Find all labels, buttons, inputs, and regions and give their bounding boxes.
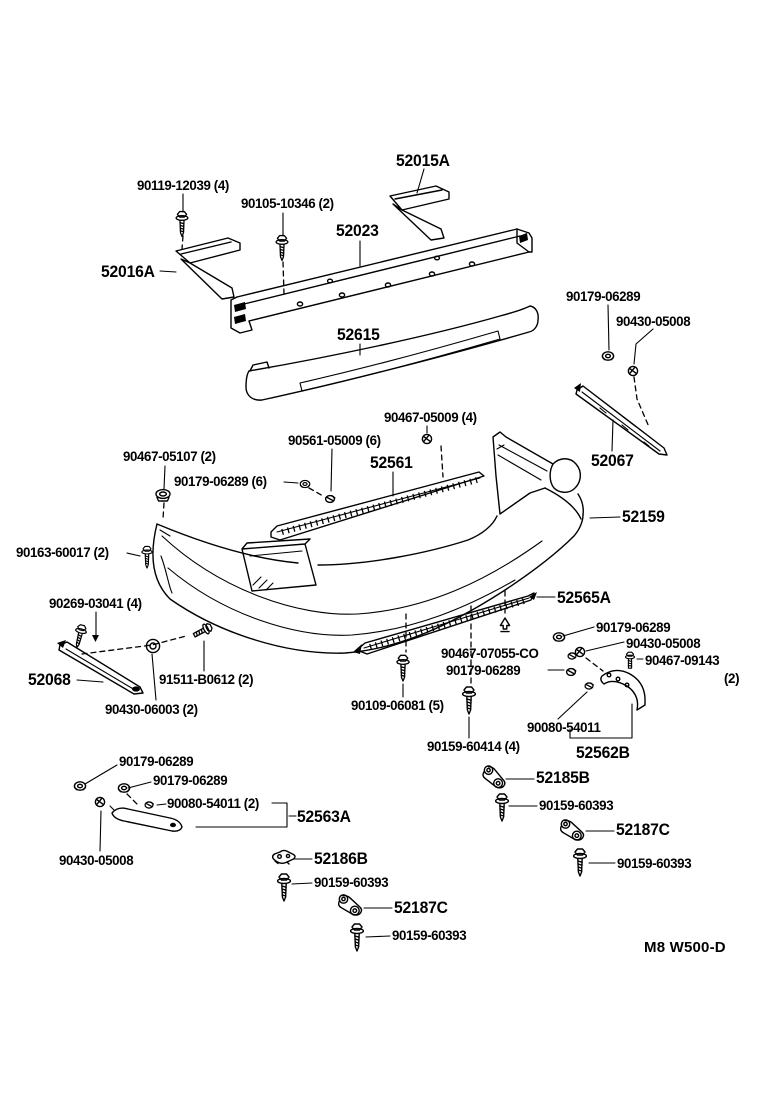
callout-90179-d: 90179-06289 (119, 753, 194, 769)
leader-lines (76, 168, 654, 938)
callout-90105-10346: 90105-10346 (2) (241, 195, 334, 211)
callout-90430-b: 90430-05008 (626, 635, 701, 651)
clip-90467-07055-icon (499, 617, 511, 633)
part-52023-reinforcement (230, 228, 533, 334)
screw-90159-60393-a-icon (276, 873, 292, 902)
part-52015a-bracket (389, 185, 450, 241)
bracket-52187c-a-icon (337, 894, 363, 916)
bolt-91511-icon (191, 620, 215, 641)
callout-90430-c: 90430-05008 (59, 852, 134, 868)
callout-90080-a: 90080-54011 (527, 719, 601, 735)
callout-52186b: 52186B (314, 850, 368, 868)
screw-90159-60393-d-icon (572, 848, 588, 877)
callout-90430-a: 90430-05008 (616, 313, 691, 329)
clip-90080-icon (584, 682, 594, 690)
callout-52159: 52159 (622, 508, 665, 526)
bracket-52186b-icon (271, 849, 296, 865)
callout-90467-09143: 90467-09143 (645, 652, 720, 668)
callout-52615: 52615 (337, 326, 380, 344)
callout-90163-60017: 90163-60017 (2) (16, 544, 109, 560)
callout-52563a: 52563A (297, 808, 351, 826)
part-52016a-bracket (175, 237, 241, 300)
callout-90159-60393-c: 90159-60393 (617, 855, 692, 871)
screw-90159-60414-icon (461, 686, 477, 715)
callout-90467-07055: 90467-07055-CO (441, 645, 539, 661)
callout-90119-12039: 90119-12039 (4) (137, 177, 229, 193)
callout-52016a: 52016A (101, 263, 155, 281)
clip-90430-c-icon (94, 796, 106, 808)
callout-90467-09143-qty: (2) (724, 670, 740, 686)
bolt-90467-09143-icon (624, 651, 636, 669)
callout-90179-c: 90179-06289 (446, 662, 521, 678)
nut-90179-b-icon (552, 632, 566, 642)
part-52615-absorber (245, 305, 539, 401)
callout-90159-60393-d: 90159-60393 (392, 927, 467, 943)
callout-90269-03041: 90269-03041 (4) (49, 595, 142, 611)
screw-90269-icon (71, 623, 89, 650)
part-52068-protector (57, 640, 144, 695)
part-52561-moulding (270, 471, 485, 541)
callout-90159-60414: 90159-60414 (4) (427, 738, 520, 754)
callout-90179-6: 90179-06289 (6) (174, 473, 267, 489)
part-52067-retainer (574, 383, 668, 456)
nut-90179-6-icon (299, 479, 311, 489)
callout-52562b: 52562B (576, 744, 630, 762)
clip-90080-b-icon (144, 801, 154, 809)
callout-90561-05009: 90561-05009 (6) (288, 432, 381, 448)
callout-90467-05107: 90467-05107 (2) (123, 448, 216, 464)
callout-52067: 52067 (591, 452, 634, 470)
screw-90159-60393-b-icon (349, 923, 365, 952)
callout-52561: 52561 (370, 454, 413, 472)
callout-52187c-b: 52187C (394, 899, 448, 917)
grommet-90467-05107-icon (155, 488, 171, 502)
callout-90179-b: 90179-06289 (596, 619, 671, 635)
callout-90109-06081: 90109-06081 (5) (351, 697, 444, 713)
part-52562b-bracket (600, 669, 646, 711)
part-52565a-moulding (353, 592, 537, 655)
callout-91511-b0612: 91511-B0612 (2) (159, 671, 254, 687)
clip-90467-05009-icon (421, 433, 433, 445)
screw-90119-icon (175, 210, 189, 238)
callout-52185b: 52185B (536, 769, 590, 787)
callout-52015a: 52015A (396, 152, 450, 170)
callout-90159-60393-b: 90159-60393 (314, 874, 389, 890)
callout-90080-b: 90080-54011 (2) (167, 795, 259, 811)
assembly-dashed-lines (81, 235, 650, 806)
callout-90179-e: 90179-06289 (153, 772, 228, 788)
callout-52565a: 52565A (557, 589, 611, 607)
clip-90430-icon (627, 365, 639, 377)
screw-90159-60393-c-icon (494, 793, 510, 822)
bracket-52187c-b-icon (559, 819, 585, 841)
part-52159-bumper-cover (152, 431, 584, 654)
callout-90179-a: 90179-06289 (566, 288, 641, 304)
figure-code: M8 W500-D (644, 939, 726, 956)
callout-52068: 52068 (28, 671, 71, 689)
clip-90179-c-icon (565, 667, 577, 677)
clip-90467-07055-b-icon (567, 652, 577, 660)
callout-52023: 52023 (336, 222, 379, 240)
clip-90561-icon (324, 494, 336, 504)
bracket-52185b-icon (480, 764, 508, 790)
callout-90467-05009: 90467-05009 (4) (384, 409, 477, 425)
part-52563a-extension (109, 805, 183, 832)
callout-90430-06003: 90430-06003 (2) (105, 701, 198, 717)
callout-90159-60393-a: 90159-60393 (539, 797, 614, 813)
screw-90163-icon (141, 545, 153, 569)
callout-52187c-a: 52187C (616, 821, 670, 839)
screw-90109-icon (396, 654, 410, 682)
leader-arrowhead (92, 635, 99, 642)
screw-90105-icon (275, 234, 289, 262)
nut-90179-icon (601, 351, 615, 361)
nut-90179-d-icon (73, 781, 87, 791)
